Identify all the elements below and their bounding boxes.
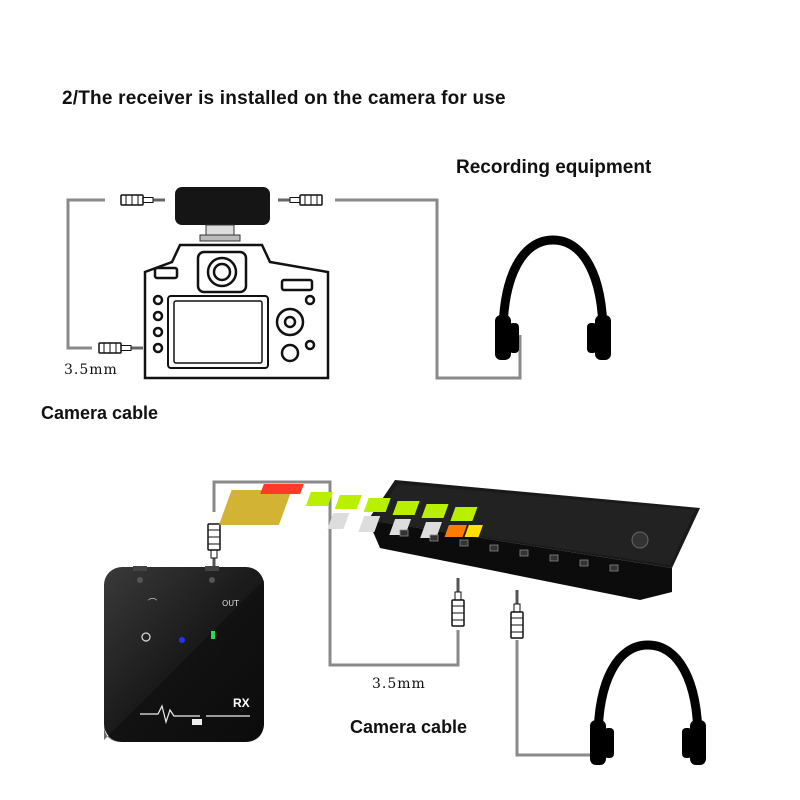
recording-equipment-label: Recording equipment: [456, 157, 652, 178]
bottom-size-label: 3.5mm: [372, 676, 426, 692]
rx-receiver-icon: ⌒ OUT RX: [104, 566, 264, 742]
plug-icon: [98, 342, 144, 354]
mixer-icon: [218, 480, 700, 600]
plug-icon: [510, 589, 524, 639]
svg-text:⌒: ⌒: [148, 598, 157, 609]
mixer-cable-bottom: [212, 480, 460, 667]
bottom-cable-label: Camera cable: [350, 717, 468, 737]
camera-cable-top: [66, 198, 105, 350]
top-cable-label: Camera cable: [41, 403, 159, 423]
plug-icon: [277, 194, 323, 206]
plug-icon: [451, 577, 465, 627]
headphone-cable-top: [335, 198, 522, 380]
top-size-label: 3.5mm: [64, 362, 118, 378]
headphones-icon: [495, 240, 611, 360]
rx-badge: RX: [233, 696, 250, 710]
plug-icon: [207, 523, 221, 573]
plug-icon: [120, 194, 166, 206]
page-title: 2/The receiver is installed on the camer…: [62, 88, 506, 109]
camera-icon: [143, 243, 330, 380]
receiver-on-camera-icon: [175, 187, 270, 242]
headphones-icon: [590, 645, 706, 765]
rx-out-label: OUT: [222, 599, 239, 608]
headphone-cable-bottom: [515, 640, 595, 757]
